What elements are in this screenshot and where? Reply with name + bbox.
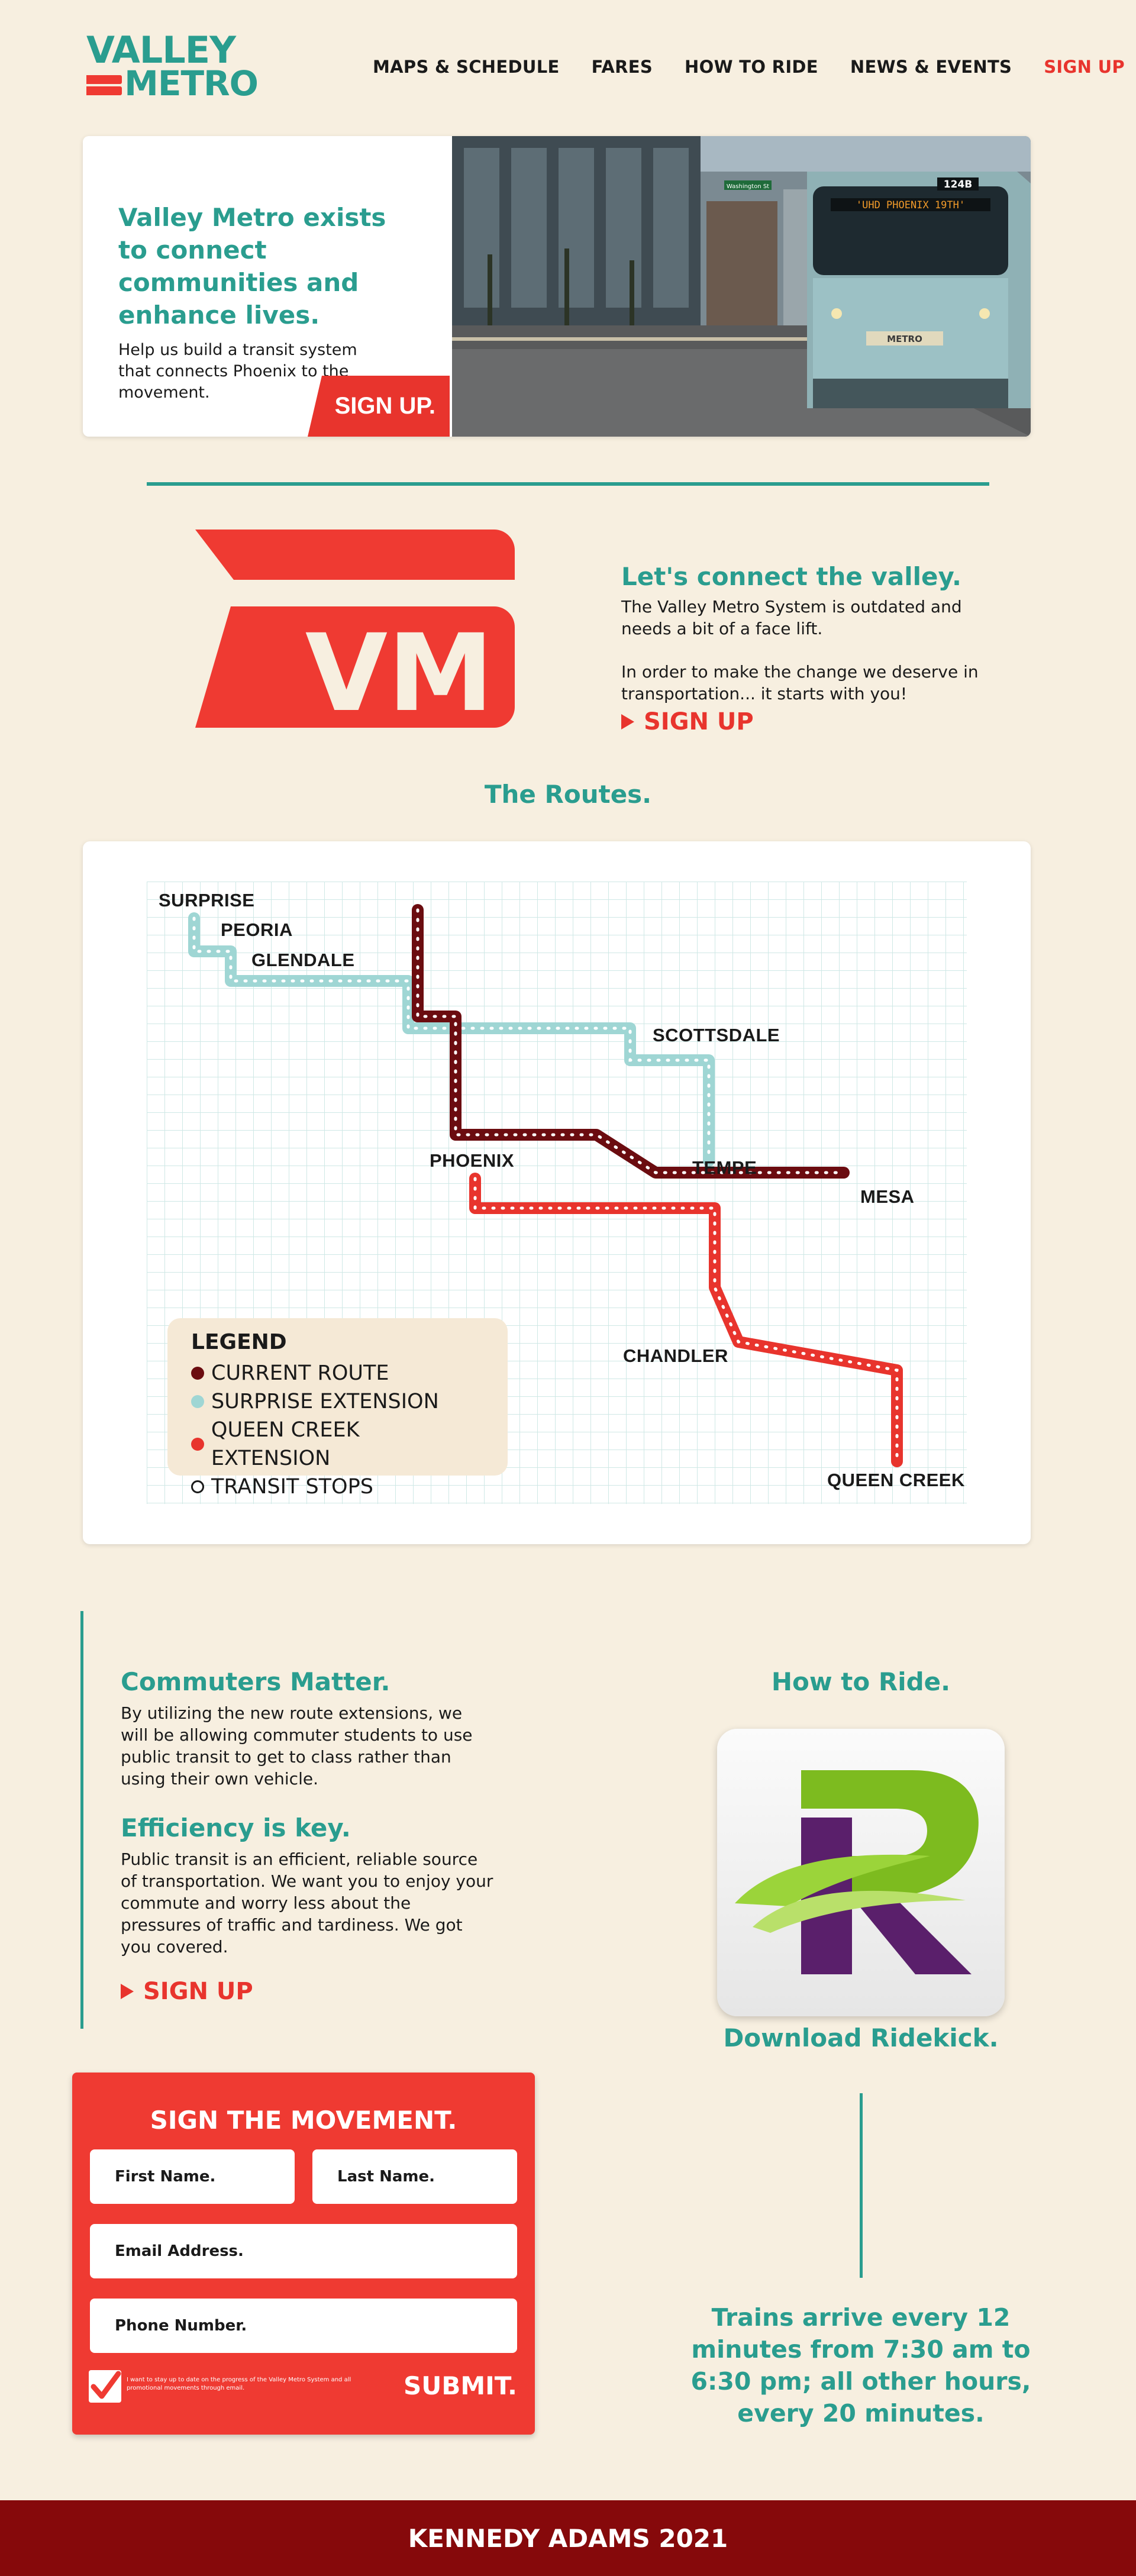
current-route-dot-icon (191, 1367, 204, 1380)
station-label-queen-creek: QUEEN CREEK (827, 1470, 965, 1490)
nav-maps-schedule[interactable]: MAPS & SCHEDULE (373, 57, 560, 77)
logo-line-metro: METRO (124, 63, 259, 104)
sign-movement-form: SIGN THE MOVEMENT. I want to stay up to … (72, 2073, 535, 2435)
vm-logo-letters: VM (305, 612, 493, 728)
train-destination-sign: 'UHD PHOENIX 19TH' (856, 199, 965, 211)
consent-checkbox[interactable] (89, 2370, 121, 2403)
commuters-block: Commuters Matter. By utilizing the new r… (121, 1667, 493, 2005)
vm-logo-bottom-bar (195, 606, 515, 728)
station-label-peoria: PEORIA (221, 919, 293, 940)
download-ridekick-link[interactable]: Download Ridekick. (723, 2023, 999, 2052)
valley-metro-logo[interactable]: VALLEY METRO (86, 28, 259, 104)
legend-item-transit-stops: TRANSIT STOPS (191, 1473, 484, 1501)
signup-link-label: SIGN UP (644, 708, 754, 735)
ridekick-app-icon[interactable] (717, 1729, 1005, 2016)
train-number: 124B (944, 179, 972, 191)
legend-label: SURPRISE EXTENSION (211, 1390, 439, 1413)
submit-button[interactable]: SUBMIT. (403, 2371, 517, 2400)
play-arrow-icon (121, 1984, 134, 1999)
hero-card: Valley Metro exists to connect communiti… (83, 136, 1031, 437)
commuters-paragraph: By utilizing the new route extensions, w… (121, 1703, 473, 1789)
section-divider (147, 482, 989, 486)
efficiency-paragraph: Public transit is an efficient, reliable… (121, 1849, 493, 1957)
efficiency-title: Efficiency is key. (121, 1813, 351, 1842)
connect-valley-paragraph-1: The Valley Metro System is outdated and … (621, 597, 962, 638)
legend-item-current-route: CURRENT ROUTE (191, 1359, 484, 1387)
how-to-ride-title: How to Ride. (771, 1667, 951, 1696)
transit-stop-circle-icon (191, 1480, 204, 1493)
signup-link-label: SIGN UP (143, 1978, 253, 2005)
email-input[interactable] (90, 2224, 517, 2278)
nav-fares[interactable]: FARES (591, 57, 653, 77)
phone-input[interactable] (90, 2299, 517, 2353)
light-rail-photo: 'UHD PHOENIX 19TH' 124B METRO Washington… (452, 136, 1031, 437)
routes-map-card: SURPRISE PEORIA GLENDALE SCOTTSDALE PHOE… (83, 841, 1031, 1544)
right-accent-line (860, 2093, 863, 2278)
connect-valley-paragraph-2: In order to make the change we deserve i… (621, 662, 979, 703)
connect-valley-title: Let's connect the valley. (621, 562, 961, 591)
map-legend: LEGEND CURRENT ROUTE SURPRISE EXTENSION … (167, 1318, 508, 1499)
legend-label: QUEEN CREEK EXTENSION (211, 1418, 360, 1470)
station-label-scottsdale: SCOTTSDALE (653, 1025, 780, 1045)
station-label-chandler: CHANDLER (623, 1345, 728, 1366)
street-sign: Washington St (727, 183, 769, 190)
nav-news-events[interactable]: NEWS & EVENTS (850, 57, 1012, 77)
connect-valley-signup-link[interactable]: SIGN UP (621, 708, 988, 735)
vm-logo-top-bar (195, 530, 515, 580)
left-accent-line (80, 1611, 83, 2029)
legend-label: CURRENT ROUTE (211, 1361, 389, 1385)
commuters-title: Commuters Matter. (121, 1667, 390, 1696)
form-title: SIGN THE MOVEMENT. (150, 2106, 457, 2135)
footer: KENNEDY ADAMS 2021 (0, 2500, 1136, 2576)
train-schedule-text: Trains arrive every 12 minutes from 7:30… (690, 2303, 1031, 2427)
vm-logo: VM (195, 530, 515, 728)
first-name-input[interactable] (90, 2149, 295, 2204)
queen-creek-extension-dot-icon (191, 1438, 204, 1451)
legend-item-queen-creek-extension: QUEEN CREEK EXTENSION (191, 1416, 484, 1473)
main-nav: MAPS & SCHEDULE FARES HOW TO RIDE NEWS &… (373, 57, 1125, 77)
last-name-input[interactable] (312, 2149, 517, 2204)
station-label-surprise: SURPRISE (159, 890, 254, 911)
station-label-tempe: TEMPE (692, 1157, 757, 1178)
surprise-extension-dot-icon (191, 1395, 204, 1408)
checkmark-icon (91, 2371, 121, 2399)
train-brand-label: METRO (887, 334, 922, 344)
nav-sign-up[interactable]: SIGN UP (1044, 57, 1125, 77)
consent-label: I want to stay up to date on the progres… (127, 2377, 351, 2391)
commuters-signup-link[interactable]: SIGN UP (121, 1978, 493, 2005)
connect-valley-block: Let's connect the valley. The Valley Met… (621, 562, 988, 735)
nav-how-to-ride[interactable]: HOW TO RIDE (685, 57, 818, 77)
legend-label: TRANSIT STOPS (211, 1475, 373, 1499)
station-label-mesa: MESA (860, 1186, 915, 1207)
routes-title: The Routes. (484, 780, 652, 809)
station-label-phoenix: PHOENIX (430, 1150, 514, 1171)
logo-line-valley: VALLEY (86, 28, 236, 72)
legend-item-surprise-extension: SURPRISE EXTENSION (191, 1387, 484, 1416)
hero-signup-button[interactable]: SIGN UP. (308, 376, 450, 437)
play-arrow-icon (621, 714, 634, 729)
footer-credit: KENNEDY ADAMS 2021 (408, 2523, 728, 2553)
logo-bars-icon (86, 72, 122, 95)
legend-title: LEGEND (191, 1330, 287, 1354)
hero-title: Valley Metro exists to connect communiti… (118, 203, 386, 330)
station-label-glendale: GLENDALE (251, 950, 355, 970)
hero-subtitle: Help us build a transit system that conn… (118, 341, 357, 402)
